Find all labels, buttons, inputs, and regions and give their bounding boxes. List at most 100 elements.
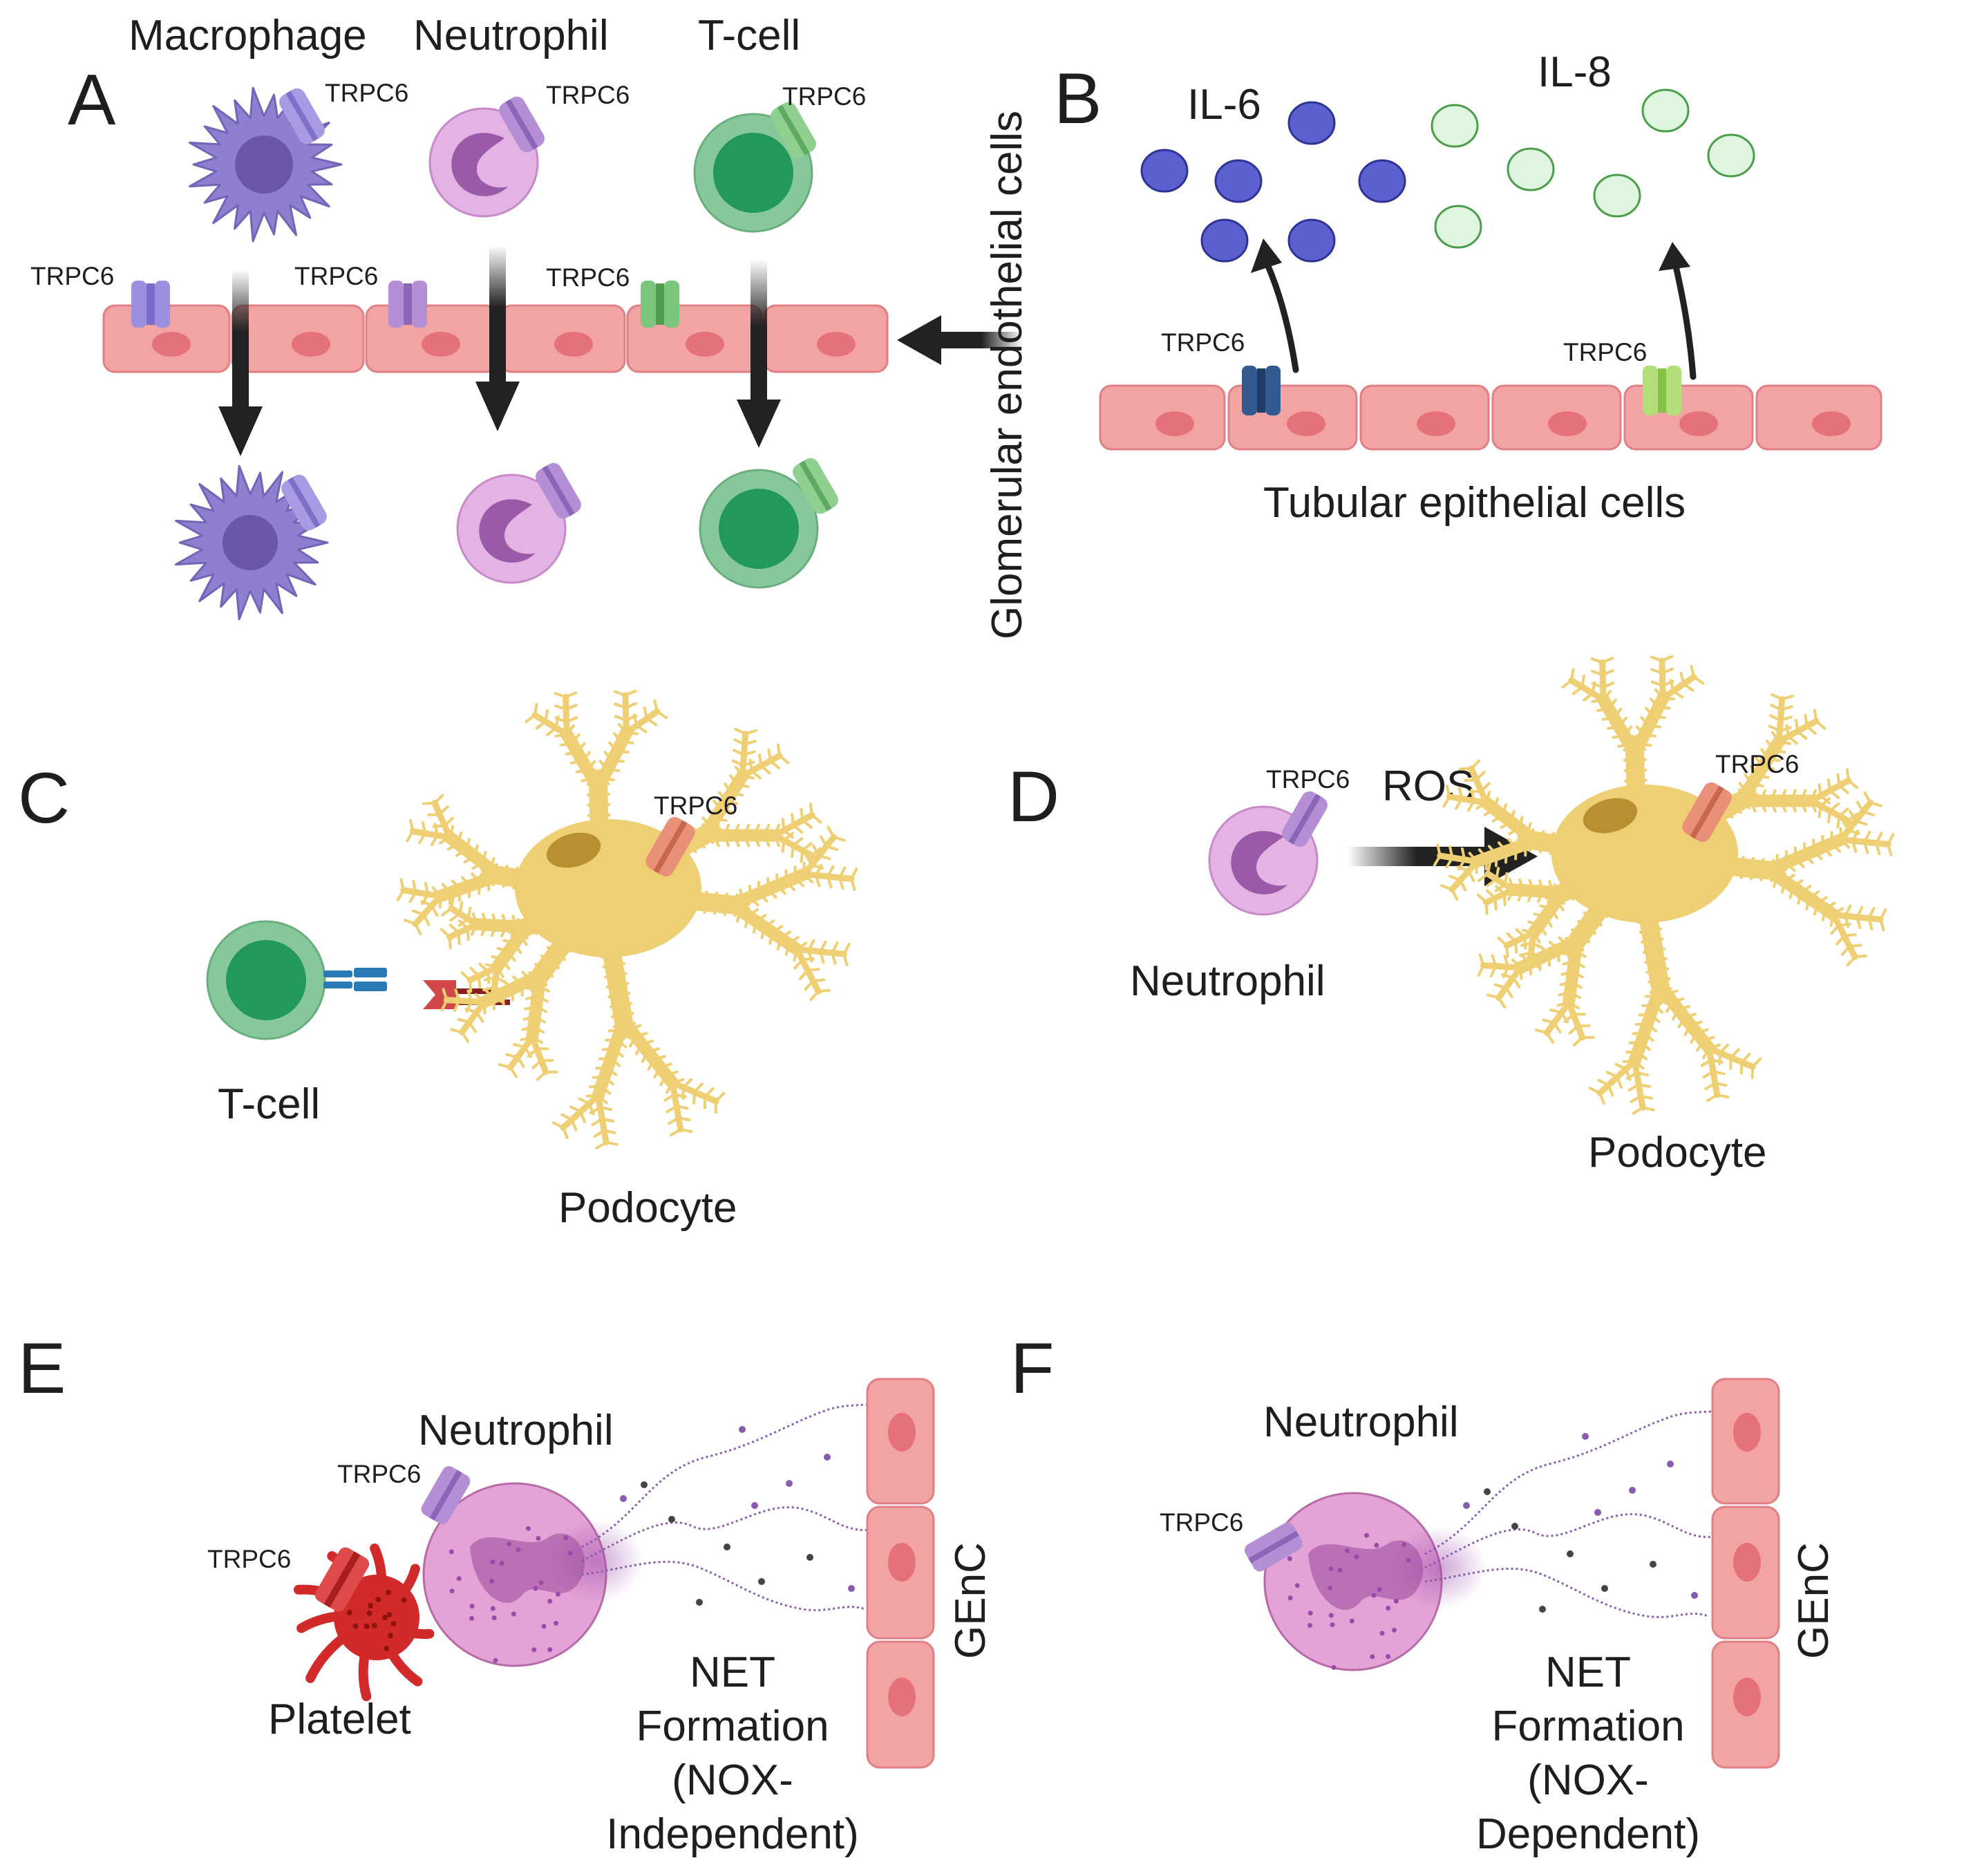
neutrophil-f-label: Neutrophil [1263, 1398, 1459, 1446]
tcell-top [693, 102, 816, 233]
epithelial-cell [1359, 384, 1490, 451]
panel-d: D TRPC6 ROS TRPC6 Neutrophil Podocyte [1008, 655, 1895, 1176]
macrophage-top [189, 86, 343, 243]
trpc6-channel-icon [314, 1547, 370, 1612]
net-e-line-4: Independent) [606, 1810, 858, 1858]
tcell-nucleus [713, 133, 793, 213]
migration-arrow-icon [737, 259, 781, 448]
panel-c-letter: C [18, 758, 70, 838]
il8-particle [1641, 88, 1690, 133]
il8-particle [1593, 173, 1641, 218]
genc-cell [866, 1506, 935, 1640]
genc-f-label: GEnC [1790, 1542, 1838, 1659]
epithelial-cell [1491, 384, 1622, 451]
il8-particle [1707, 133, 1755, 178]
endothelial-cell [231, 304, 365, 373]
genc-cells [866, 1378, 935, 1769]
il8-particle [1431, 104, 1479, 148]
tubular-epithelium [1099, 384, 1882, 451]
epithelium-trpc6-label-2: TRPC6 [1563, 338, 1647, 366]
platelet-trpc6-label: TRPC6 [207, 1545, 291, 1573]
trpc6-channel-icon [1282, 791, 1328, 847]
neutrophil-bottom [456, 462, 581, 584]
il6-particle [1287, 101, 1336, 145]
podocyte-body-icon [1433, 655, 1895, 1115]
il6-particle [1358, 159, 1406, 203]
podocyte-c-trpc6-label: TRPC6 [654, 791, 737, 820]
side-arrow-icon [897, 315, 1023, 365]
net-strands [547, 1397, 887, 1611]
neutrophil-nucleus [479, 499, 536, 563]
neutrophil-trpc6-label: TRPC6 [546, 81, 630, 109]
trpc6-channel-icon [1242, 366, 1281, 415]
net-f-line-3: (NOX- [1527, 1756, 1649, 1804]
endothelial-cell [365, 304, 499, 373]
trpc6-channel-icon [421, 1466, 471, 1524]
trpc6-channel-icon [1682, 782, 1732, 842]
tcell-nucleus [226, 940, 306, 1020]
genc-cell [1711, 1378, 1780, 1505]
neutrophil-body-icon [428, 107, 539, 218]
net-f-line-2: Formation [1491, 1703, 1684, 1750]
neutrophil-d [1208, 791, 1328, 916]
panel-d-letter: D [1008, 757, 1059, 837]
tcell-c-label: T-cell [218, 1080, 320, 1128]
neutrophil-d-trpc6-label: TRPC6 [1266, 765, 1350, 794]
genc-cell [1711, 1506, 1780, 1640]
panel-f-letter: F [1010, 1329, 1055, 1409]
trpc6-channel-icon [1245, 1522, 1303, 1572]
macrophage-trpc6-label: TRPC6 [325, 79, 408, 107]
tcell-bottom [699, 458, 838, 589]
net-f-line-4: Dependent) [1476, 1810, 1700, 1858]
glomerular-endothelium [102, 304, 889, 373]
net-e-line-3: (NOX- [672, 1756, 793, 1804]
neutrophil-nucleus [451, 133, 508, 196]
trpc6-channel-icon [793, 458, 838, 514]
trpc6-channel-icon [388, 281, 427, 328]
podocyte-d [1433, 655, 1895, 1115]
macrophage-label: Macrophage [129, 12, 367, 59]
tcell-trpc6-label: TRPC6 [782, 82, 866, 111]
genc-cell [1711, 1640, 1780, 1769]
genc-e-label: GEnC [947, 1542, 994, 1659]
tubular-epithelial-label: Tubular epithelial cells [1263, 479, 1686, 527]
panel-b-letter: B [1054, 59, 1102, 139]
panel-e-letter: E [18, 1329, 66, 1409]
podocyte-d-label: Podocyte [1588, 1129, 1767, 1176]
panel-a: A Macrophage Neutrophil T-cell TRPC6 TRP… [30, 12, 1031, 639]
macrophage-nucleus [235, 135, 293, 194]
tcell-nucleus [719, 489, 799, 569]
trpc6-channel-icon [1643, 366, 1681, 415]
genc-cells [1711, 1378, 1780, 1769]
il8-particle [1507, 147, 1555, 191]
neutrophil-d-label: Neutrophil [1130, 957, 1325, 1005]
neutrophil-granules [449, 1526, 573, 1663]
net-f-line-1: NET [1545, 1649, 1631, 1696]
neutrophil-e-trpc6-label: TRPC6 [337, 1460, 421, 1488]
panel-c: C TRPC6 T-cell Podocyte [18, 689, 858, 1232]
trpc6-channel-icon [641, 281, 679, 328]
neutrophil-e-label: Neutrophil [418, 1407, 614, 1454]
epithelial-cell [1755, 384, 1882, 451]
il6-label: IL-6 [1187, 81, 1261, 129]
net-e-line-2: Formation [636, 1703, 829, 1750]
il6-particles [1140, 101, 1406, 263]
glomerular-endothelial-label: Glomerular endothelial cells [983, 111, 1031, 639]
il6-particle [1214, 159, 1263, 203]
tcell-c [206, 920, 326, 1040]
net-e-line-1: NET [690, 1649, 775, 1696]
tcr-receptor-icon [323, 968, 387, 991]
neutrophil-nucleus [1231, 831, 1287, 894]
panel-f: F Neutrophil TRPC6 GEnC [1010, 1329, 1838, 1858]
trpc6-channel-icon [279, 88, 325, 144]
trpc6-channel-icon [281, 474, 327, 531]
neutrophil-label: Neutrophil [413, 12, 609, 59]
podocyte-c [396, 689, 858, 1150]
macrophage-bottom [175, 465, 329, 621]
panel-e: E Neutrophil TRPC6 TRPC6 [18, 1329, 994, 1858]
epithelial-cell [1099, 384, 1226, 451]
panel-b: B IL-6 IL-8 [1054, 48, 1882, 527]
secretion-arrow-icon [1659, 242, 1697, 380]
podocyte-c-label: Podocyte [558, 1184, 737, 1232]
